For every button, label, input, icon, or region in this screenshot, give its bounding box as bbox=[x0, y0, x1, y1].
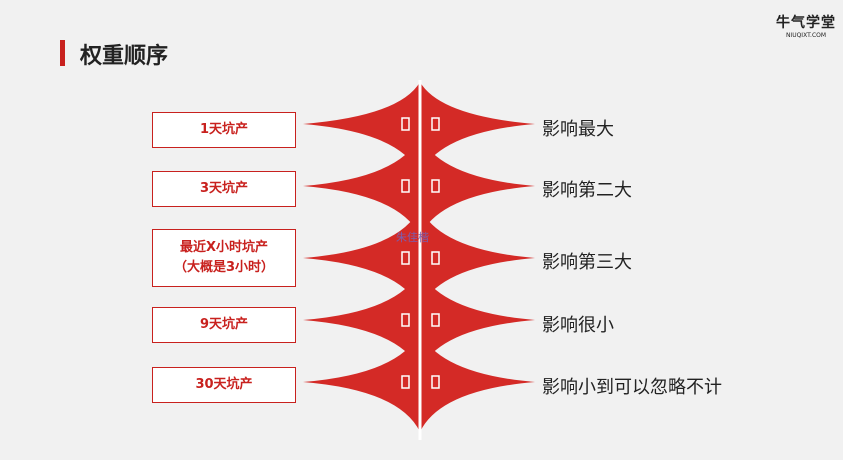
impact-label-1: 影响最大 bbox=[542, 119, 614, 140]
page-title: 权重顺序 bbox=[80, 44, 169, 69]
factor-box-2: 3天坑产 bbox=[152, 171, 296, 207]
impact-label-4: 影响很小 bbox=[542, 315, 614, 336]
door-icon bbox=[401, 313, 410, 327]
impact-label-2: 影响第二大 bbox=[542, 180, 632, 201]
logo: 牛气学堂 NIUQIXT.COM bbox=[776, 15, 836, 39]
door-icon bbox=[401, 375, 410, 389]
door-icon bbox=[431, 117, 440, 131]
factor-box-1: 1天坑产 bbox=[152, 112, 296, 148]
door-icon bbox=[431, 375, 440, 389]
door-icon bbox=[401, 117, 410, 131]
title-accent-bar bbox=[60, 40, 65, 66]
door-icon bbox=[431, 179, 440, 193]
impact-label-3: 影响第三大 bbox=[542, 252, 632, 273]
factor-box-3: 最近X小时坑产（大概是3小时） bbox=[152, 229, 296, 287]
factor-box-4: 9天坑产 bbox=[152, 307, 296, 343]
door-icon bbox=[431, 251, 440, 265]
watermark: 朱佳楷 bbox=[396, 231, 429, 244]
door-icon bbox=[401, 179, 410, 193]
door-icon bbox=[401, 251, 410, 265]
door-icon bbox=[431, 313, 440, 327]
factor-box-5: 30天坑产 bbox=[152, 367, 296, 403]
impact-label-5: 影响小到可以忽略不计 bbox=[542, 377, 722, 398]
